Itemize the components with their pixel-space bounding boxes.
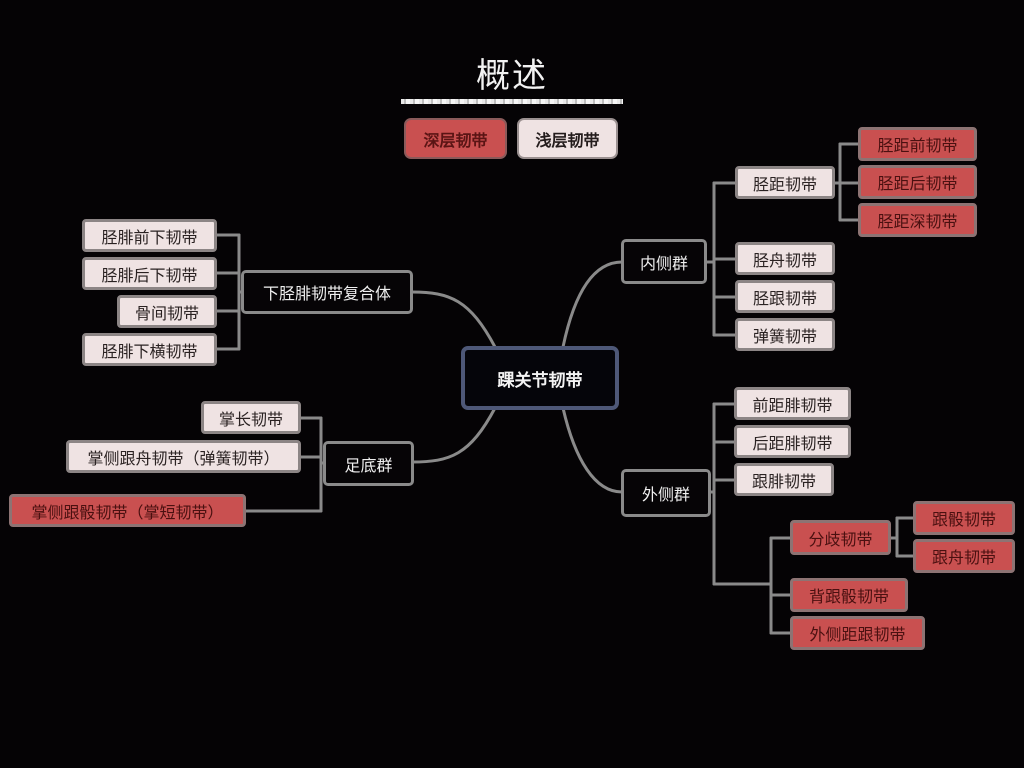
node-lateral-talocalcaneal[interactable]: 外侧距跟韧带 <box>790 616 925 650</box>
title-underline <box>401 99 623 104</box>
node-interosseous[interactable]: 骨间韧带 <box>117 295 217 328</box>
node-calcaneocuboid[interactable]: 跟骰韧带 <box>913 501 1015 535</box>
node-calcaneonavicular[interactable]: 跟舟韧带 <box>913 539 1015 573</box>
node-long-plantar[interactable]: 掌长韧带 <box>201 401 301 434</box>
page-title: 概述 <box>476 56 548 96</box>
node-medial-group[interactable]: 内侧群 <box>621 239 707 284</box>
node-plantar-calcaneonavicular[interactable]: 掌侧跟舟韧带（弹簧韧带） <box>66 440 301 473</box>
node-spring-ligament[interactable]: 弹簧韧带 <box>735 318 835 351</box>
node-calcaneofibular[interactable]: 跟腓韧带 <box>734 463 834 496</box>
root-node-ankle-ligaments[interactable]: 踝关节韧带 <box>461 346 619 410</box>
node-plantar-calcaneocuboid[interactable]: 掌侧跟骰韧带（掌短韧带） <box>9 494 246 527</box>
legend-shallow-ligament: 浅层韧带 <box>517 118 618 159</box>
node-deep-tibiotalar[interactable]: 胫距深韧带 <box>858 203 977 237</box>
node-anterior-tibiotalar[interactable]: 胫距前韧带 <box>858 127 977 161</box>
node-anterior-talofibular[interactable]: 前距腓韧带 <box>734 387 851 420</box>
node-bifurcate[interactable]: 分歧韧带 <box>790 520 891 555</box>
node-posterior-tibiotalar[interactable]: 胫距后韧带 <box>858 165 977 199</box>
node-tibiocalcaneal[interactable]: 胫跟韧带 <box>735 280 835 313</box>
node-tibiofibular-complex[interactable]: 下胫腓韧带复合体 <box>241 270 413 314</box>
node-inferior-transverse-tibiofibular[interactable]: 胫腓下横韧带 <box>82 333 217 366</box>
node-lateral-group[interactable]: 外侧群 <box>621 469 711 517</box>
node-plantar-group[interactable]: 足底群 <box>323 441 414 486</box>
node-posterior-talofibular[interactable]: 后距腓韧带 <box>734 425 851 458</box>
legend-deep-ligament: 深层韧带 <box>404 118 507 159</box>
node-dorsal-calcaneocuboid[interactable]: 背跟骰韧带 <box>790 578 908 612</box>
node-tibiotalar[interactable]: 胫距韧带 <box>735 166 835 199</box>
node-anterior-inferior-tibiofibular[interactable]: 胫腓前下韧带 <box>82 219 217 252</box>
node-tibionavicular[interactable]: 胫舟韧带 <box>735 242 835 275</box>
node-posterior-inferior-tibiofibular[interactable]: 胫腓后下韧带 <box>82 257 217 290</box>
